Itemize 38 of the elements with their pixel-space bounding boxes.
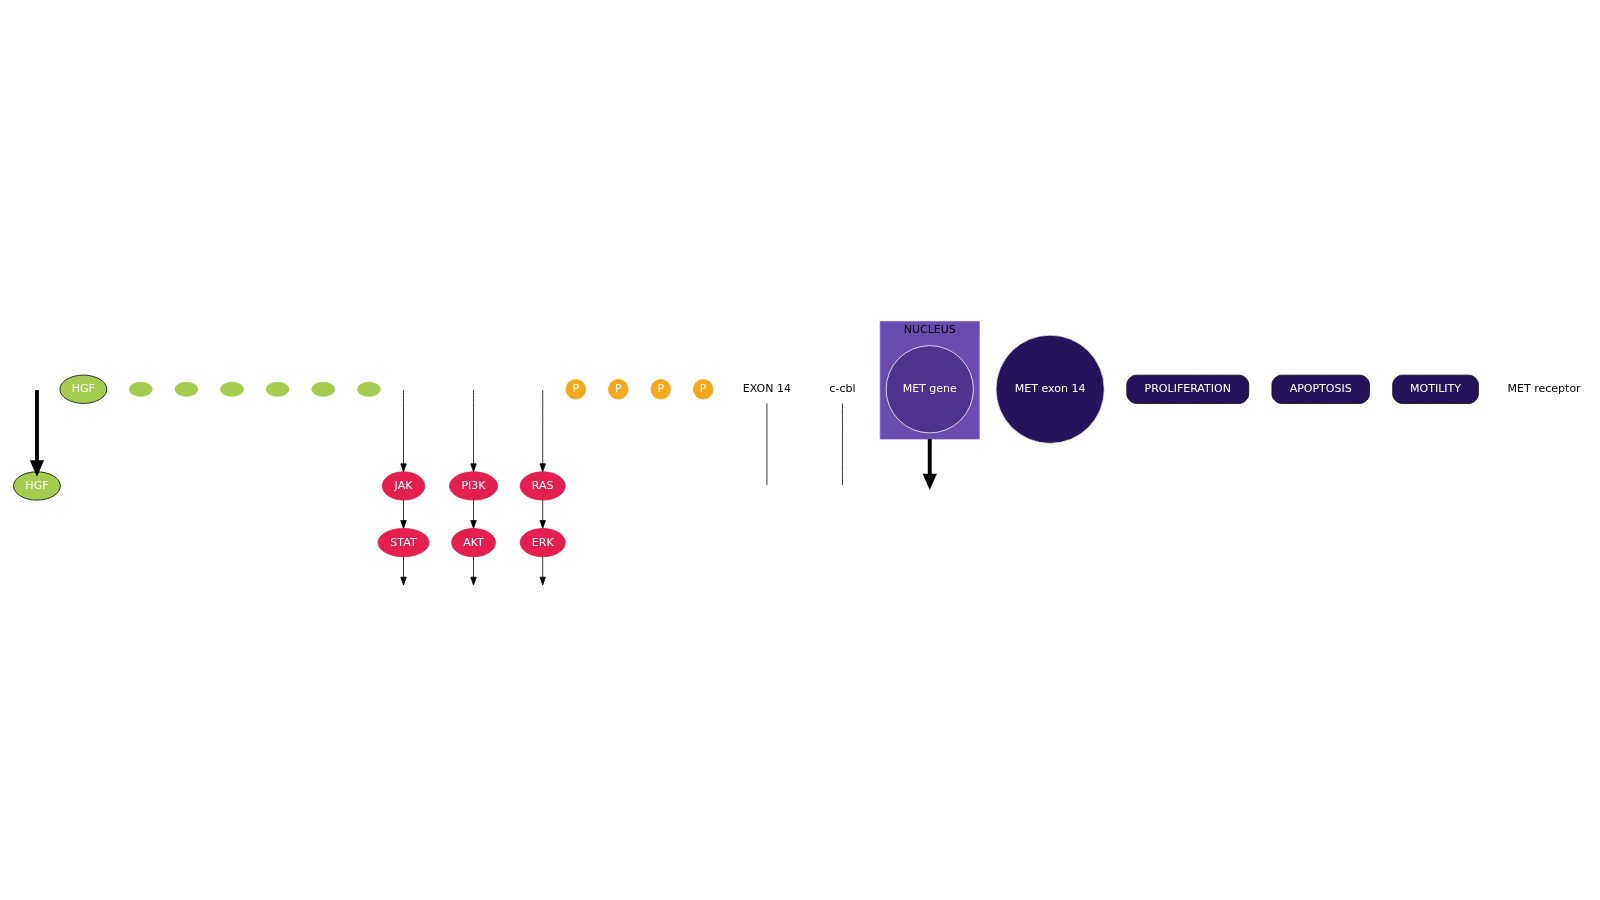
node-ellipse: RAS <box>519 470 566 500</box>
node-ellipse: JAK <box>381 470 426 500</box>
arrow <box>400 555 407 585</box>
arrow <box>470 499 477 529</box>
arrow <box>470 555 477 585</box>
node-ellipse: HGF <box>13 470 61 500</box>
node-ellipse <box>265 381 290 397</box>
node-ellipse <box>220 381 244 397</box>
arrow <box>400 499 407 529</box>
arrow <box>922 438 937 490</box>
node-text: EXON 14 <box>742 381 792 395</box>
node-box: APOPTOSIS <box>1271 374 1370 404</box>
node-circle: P <box>692 378 714 399</box>
arrow <box>539 499 546 529</box>
node-ellipse: STAT <box>377 527 430 557</box>
label: MET receptor <box>1507 381 1581 395</box>
arrow <box>539 555 546 585</box>
node-text: c-cbl <box>829 381 856 395</box>
node-ellipse: AKT <box>451 527 496 557</box>
node-ellipse: HGF <box>59 374 108 404</box>
arrow <box>470 389 477 472</box>
node-circle: P <box>650 378 671 399</box>
node-circle: P <box>565 378 586 399</box>
node-ellipse: ERK <box>519 527 566 557</box>
node-circle: P <box>608 378 629 399</box>
arrow <box>539 389 546 472</box>
arrow <box>29 389 45 477</box>
node-ellipse <box>357 381 381 397</box>
node-circle: MET gene <box>885 344 974 433</box>
node-box: MOTILITY <box>1392 374 1479 404</box>
node-ellipse <box>128 381 153 397</box>
arrow <box>400 389 407 472</box>
node-box: PROLIFERATION <box>1126 374 1250 404</box>
node-ellipse <box>174 381 199 397</box>
node-circle: MET exon 14 <box>995 334 1105 444</box>
connector <box>842 402 843 486</box>
node-ellipse: PI3K <box>449 470 498 500</box>
node-ellipse <box>311 381 336 397</box>
